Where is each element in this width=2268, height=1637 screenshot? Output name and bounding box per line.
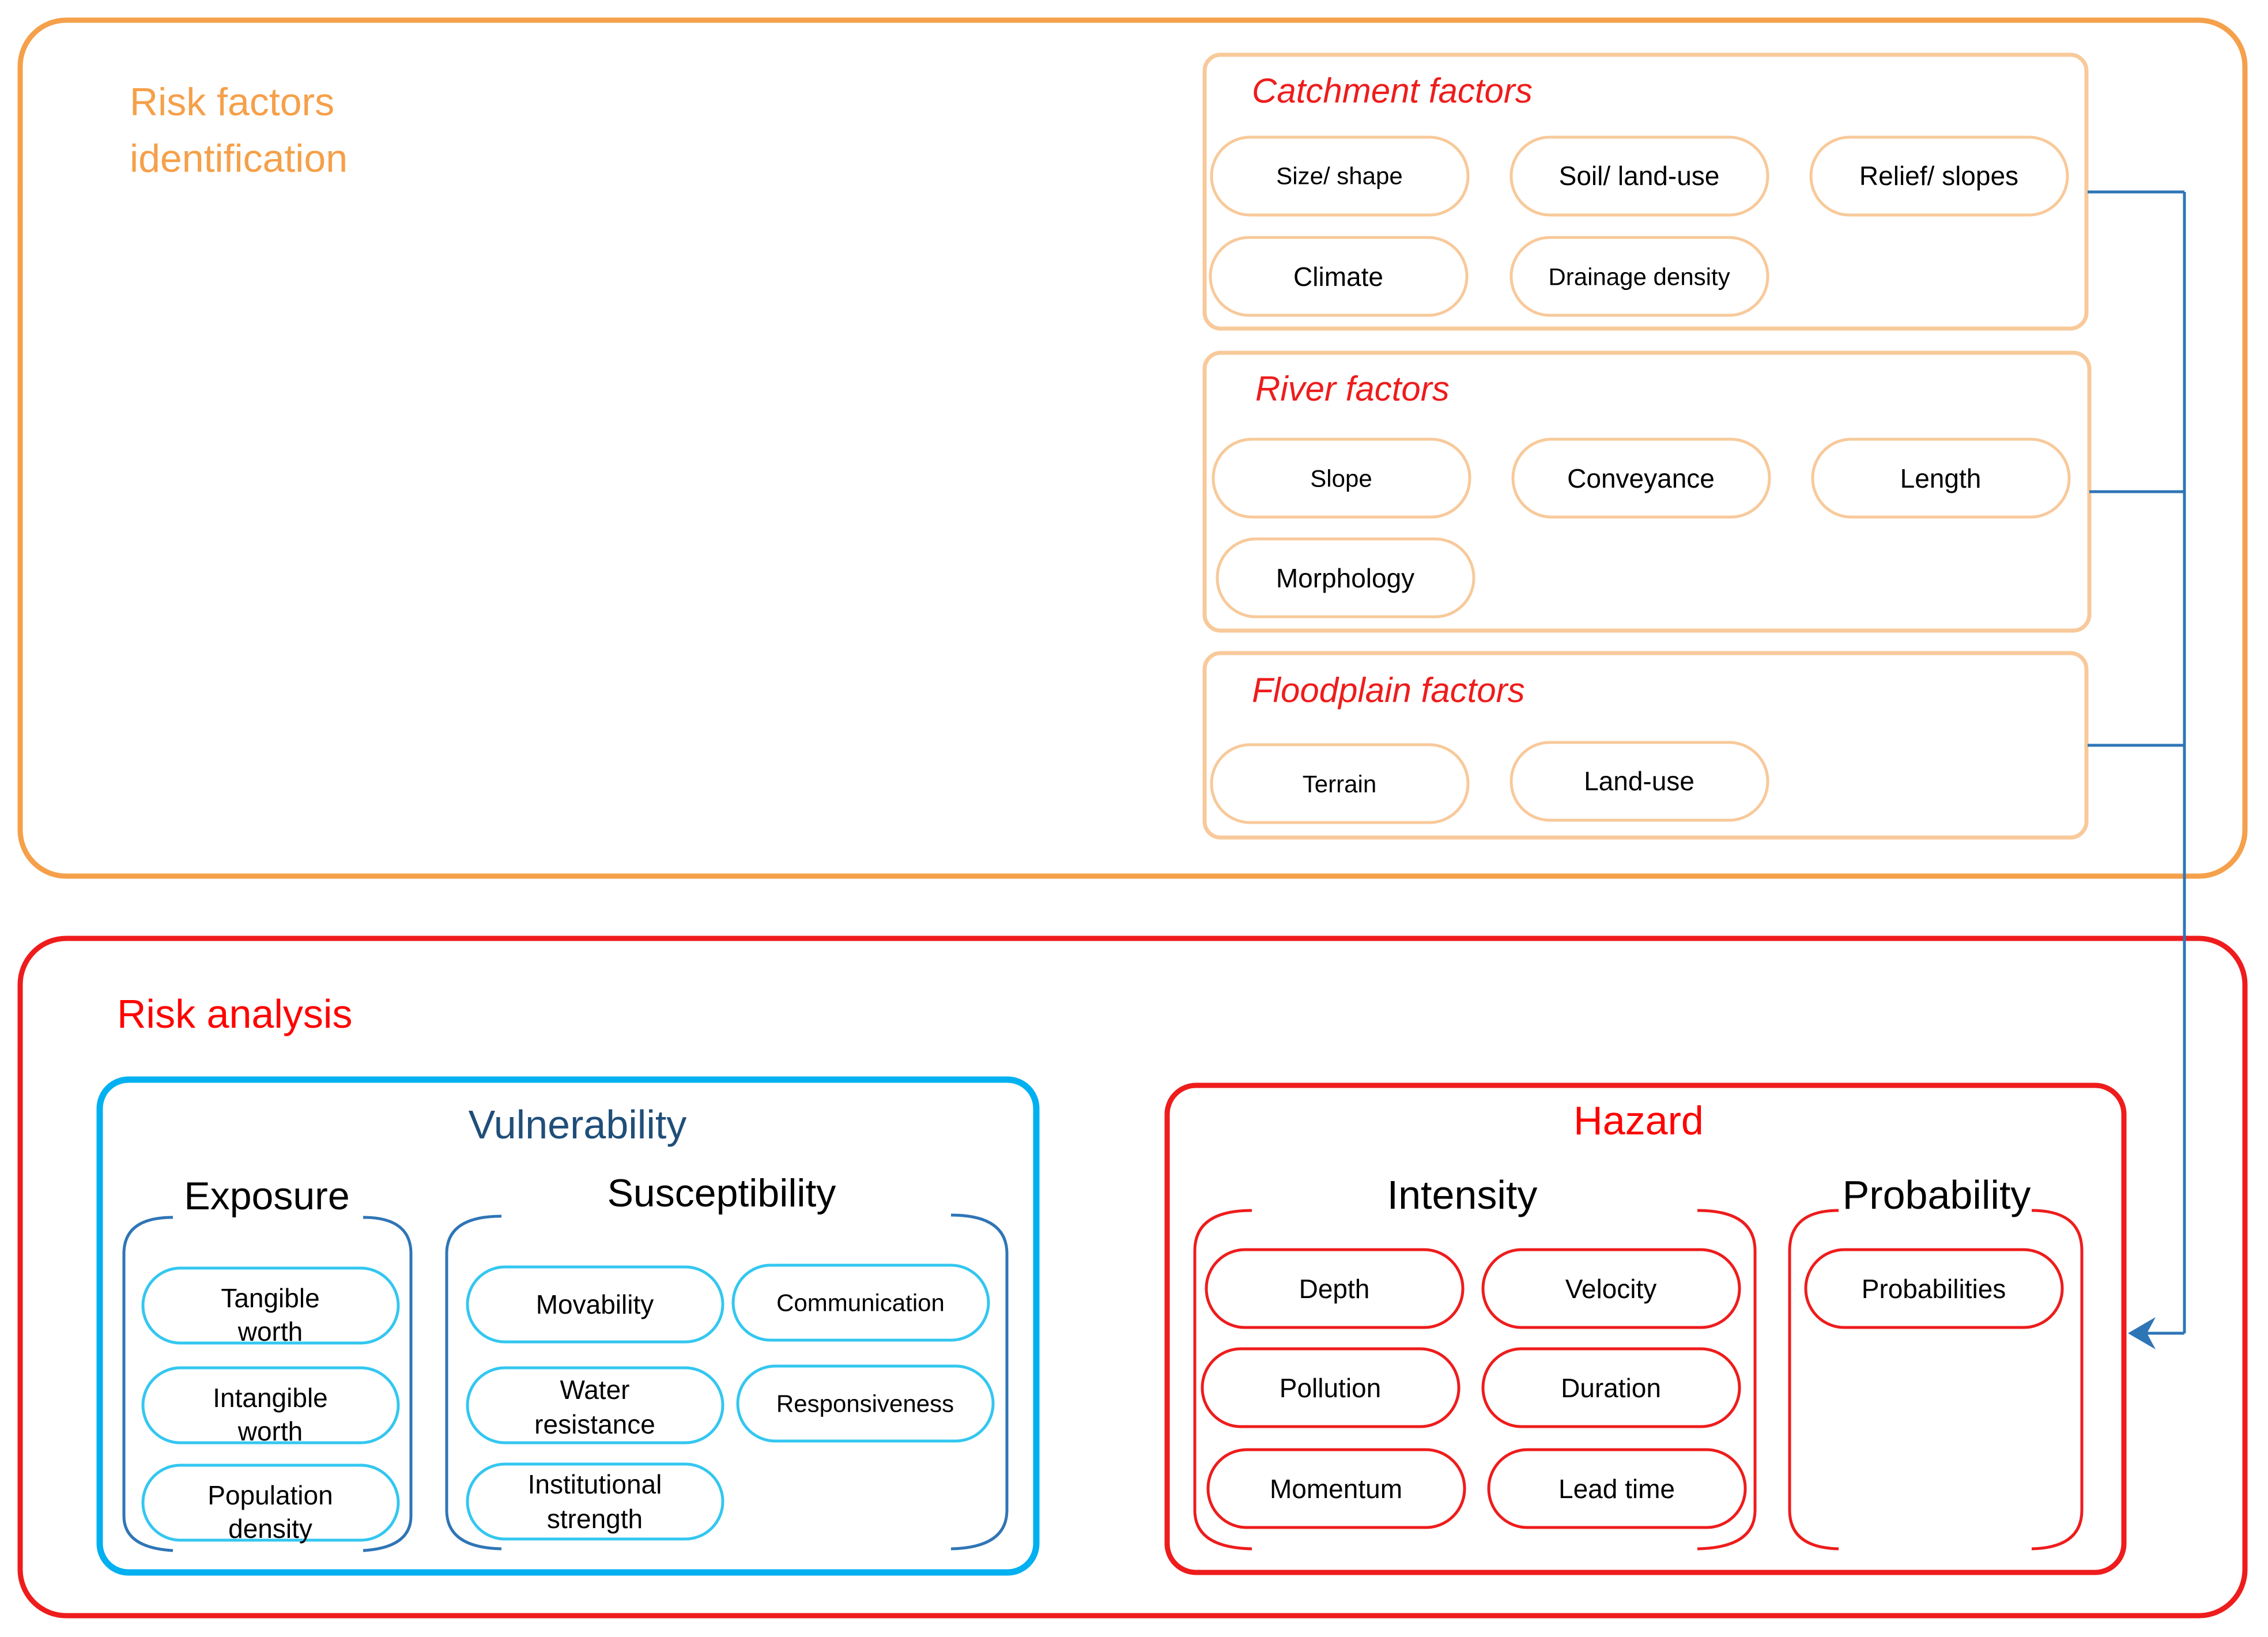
intensity-item: Depth	[1205, 1248, 1465, 1329]
catchment-item: Soil/ land-use	[1510, 135, 1769, 217]
svg-text:Duration: Duration	[1561, 1373, 1661, 1403]
svg-text:Soil/ land-use: Soil/ land-use	[1559, 161, 1720, 191]
river-item: Conveyance	[1511, 437, 1771, 519]
susceptibility-bracket-right	[950, 1213, 1009, 1551]
intensity-item: Lead time	[1487, 1448, 1747, 1529]
risk-factors-title-line2: identification	[130, 137, 348, 180]
intensity-item: Momentum	[1206, 1448, 1466, 1529]
intensity-bracket-right	[1697, 1209, 1757, 1551]
susceptibility-item: Institutional strength	[466, 1462, 724, 1541]
svg-text:Length: Length	[1900, 463, 1982, 493]
susceptibility-item: Communication	[731, 1263, 990, 1342]
risk-factors-panel	[17, 17, 2248, 879]
svg-text:Morphology: Morphology	[1276, 563, 1414, 593]
vulnerability-title: Vulnerability	[469, 1102, 687, 1147]
probability-title: Probability	[1843, 1172, 2031, 1217]
catchment-item: Drainage density	[1510, 236, 1769, 317]
svg-text:Climate: Climate	[1293, 262, 1383, 292]
exposure-item: Population density	[141, 1464, 400, 1544]
svg-text:Relief/ slopes: Relief/ slopes	[1859, 161, 2018, 191]
river-factors-title: River factors	[1255, 369, 1450, 408]
exposure-item: Tangible worth	[141, 1266, 400, 1346]
svg-text:Momentum: Momentum	[1270, 1474, 1402, 1504]
svg-text:Intangible: Intangible	[213, 1383, 328, 1413]
catchment-item: Size/ shape	[1210, 135, 1470, 217]
connector-arrowhead	[2128, 1317, 2156, 1349]
probability-item: Probabilities	[1804, 1248, 2064, 1329]
svg-text:worth: worth	[237, 1416, 303, 1446]
probability-bracket-left	[1788, 1209, 1839, 1551]
catchment-item: Climate	[1209, 236, 1469, 317]
intensity-item: Velocity	[1481, 1248, 1741, 1329]
risk-factors-title-line1: Risk factors	[130, 80, 334, 124]
catchment-item: Relief/ slopes	[1809, 135, 2069, 217]
svg-text:Water: Water	[560, 1375, 630, 1405]
svg-text:Size/ shape: Size/ shape	[1276, 163, 1402, 190]
risk-analysis-panel	[17, 936, 2248, 1619]
svg-text:Slope: Slope	[1310, 465, 1372, 492]
svg-text:Conveyance: Conveyance	[1567, 463, 1715, 493]
intensity-bracket-left	[1193, 1209, 1252, 1551]
hazard-title: Hazard	[1573, 1098, 1704, 1143]
svg-text:Population: Population	[207, 1480, 333, 1510]
floodplain-item: Terrain	[1210, 743, 1470, 824]
risk-analysis-title: Risk analysis	[117, 991, 352, 1036]
susceptibility-bracket-left	[445, 1214, 502, 1551]
intensity-item: Duration	[1481, 1347, 1741, 1428]
intensity-title: Intensity	[1387, 1172, 1538, 1217]
svg-text:Pollution: Pollution	[1280, 1373, 1381, 1403]
svg-text:Institutional: Institutional	[528, 1469, 662, 1499]
exposure-bracket-left	[122, 1216, 173, 1552]
svg-text:Movability: Movability	[536, 1289, 654, 1319]
svg-text:resistance: resistance	[534, 1409, 655, 1439]
river-item: Slope	[1212, 437, 1471, 519]
svg-text:Terrain: Terrain	[1303, 771, 1376, 798]
exposure-bracket-right	[363, 1216, 413, 1552]
susceptibility-item: Responsiveness	[736, 1364, 995, 1443]
svg-text:Responsiveness: Responsiveness	[776, 1390, 954, 1417]
svg-text:Velocity: Velocity	[1565, 1274, 1657, 1304]
svg-text:Land-use: Land-use	[1584, 766, 1695, 796]
intensity-item: Pollution	[1201, 1347, 1461, 1428]
svg-text:Depth: Depth	[1299, 1274, 1370, 1304]
susceptibility-item: Movability	[466, 1265, 724, 1344]
floodplain-factors-title: Floodplain factors	[1252, 671, 1525, 710]
factors-to-hazard-connector	[2088, 190, 2186, 1335]
svg-text:Communication: Communication	[776, 1289, 945, 1317]
svg-text:Lead time: Lead time	[1558, 1474, 1675, 1504]
river-item: Morphology	[1216, 537, 1475, 618]
catchment-factors-title: Catchment factors	[1252, 71, 1533, 110]
svg-text:worth: worth	[237, 1317, 303, 1346]
svg-text:Tangible: Tangible	[221, 1283, 319, 1313]
svg-text:density: density	[228, 1514, 312, 1544]
floodplain-item: Land-use	[1510, 741, 1769, 822]
svg-text:Probabilities: Probabilities	[1862, 1274, 2006, 1304]
susceptibility-item: Water resistance	[466, 1366, 724, 1444]
exposure-title: Exposure	[184, 1174, 349, 1218]
probability-bracket-right	[2031, 1209, 2084, 1551]
svg-text:Drainage density: Drainage density	[1548, 263, 1730, 291]
susceptibility-title: Susceptibility	[607, 1171, 836, 1215]
svg-text:strength: strength	[547, 1504, 643, 1534]
river-item: Length	[1811, 437, 2071, 519]
